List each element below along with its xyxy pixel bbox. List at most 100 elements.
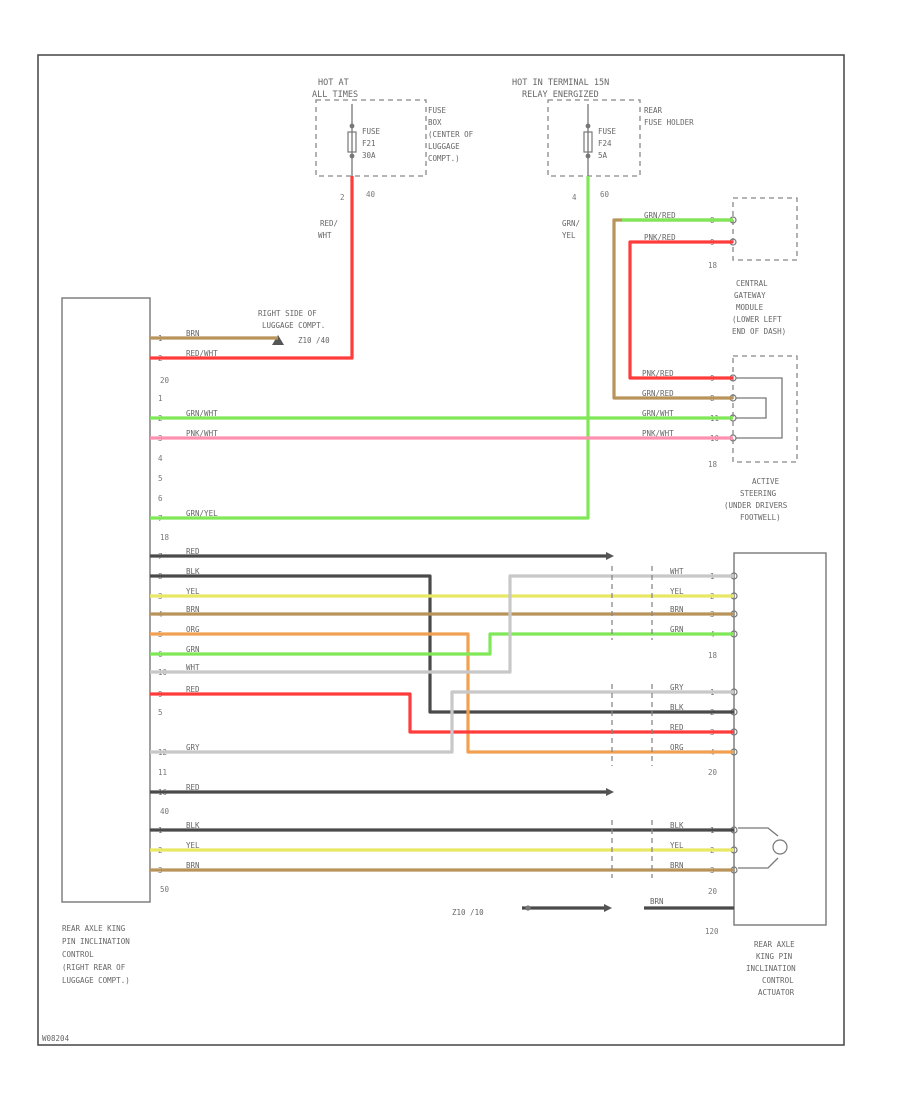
fuse2-loc-1: REAR [644, 106, 663, 115]
arrow-red-bottom [606, 788, 614, 796]
harness-separators [611, 566, 653, 878]
svg-text:ALL TIMES: ALL TIMES [312, 90, 358, 100]
steering-wire-label-2: GRN/WHT [642, 409, 674, 418]
control-label-1: REAR AXLE KING [62, 924, 126, 933]
wire-red-sensor [150, 692, 734, 734]
control-wire-label-pins_b-7: RED [186, 685, 200, 694]
actuator-wire-label-pins2-0: GRY [670, 683, 684, 692]
gateway-label-4: (LOWER LEFT [732, 315, 782, 324]
steering-wire-label-3: PNK/WHT [642, 429, 674, 438]
fuse1-loc-3: (CENTER OF [428, 130, 474, 139]
motor-lead-1 [738, 827, 779, 837]
control-wire-label-pins_b-6: WHT [186, 663, 200, 672]
svg-text:HOT AT: HOT AT [318, 78, 349, 88]
control-wire-label-pins_a-3: GRN/WHT [186, 409, 218, 418]
control-module-box [61, 297, 151, 903]
motor-icon [772, 839, 788, 855]
gateway-label-2: GATEWAY [734, 291, 766, 300]
control-pin-pins_b-10: 11 [158, 768, 167, 777]
fuse1-wire-label-2: WHT [318, 231, 332, 240]
wire-pnk-red-loop [628, 240, 733, 380]
ground-label-2: LUGGAGE COMPT. [262, 321, 325, 330]
motor-lead-2 [738, 857, 779, 869]
fuse1-loc-4: LUGGAGE [428, 142, 460, 151]
gateway-conn: 18 [708, 261, 718, 270]
actuator-wire-label-pins3-0: BLK [670, 821, 684, 830]
wire-blk-sensor [150, 574, 734, 714]
actuator-wire-label-pins1-2: BRN [670, 605, 684, 614]
control-conn-top: 20 [160, 376, 170, 385]
gateway-wire-label-1: PNK/RED [644, 233, 676, 242]
arrow-red-top [606, 552, 614, 560]
wire-grn-sensor [150, 632, 734, 656]
fuse1-text-3: 30A [362, 151, 376, 160]
fuse2-pin-a: 4 [572, 193, 577, 202]
gateway-label-1: CENTRAL [736, 279, 768, 288]
fuse1-text-1: FUSE [362, 127, 381, 136]
control-wire-label-pins_a-4: PNK/WHT [186, 429, 218, 438]
fuse1-loc-1: FUSE [428, 106, 447, 115]
steering-label-2: STEERING [740, 489, 777, 498]
control-wire-label-pins_b-11: RED [186, 783, 200, 792]
actuator-ground-wire-label: BRN [650, 897, 664, 906]
fuse1-node [349, 123, 355, 129]
fuse2-symbol [583, 131, 593, 153]
gateway-label-5: END OF DASH) [732, 327, 786, 336]
fuse1-node-2 [349, 153, 355, 159]
fuse-box-2: HOT IN TERMINAL 15N RELAY ENERGIZED FUSE… [512, 78, 694, 240]
fuse2-header-2: RELAY ENERGIZED [522, 90, 599, 100]
actuator-wire-label-pins1-1: YEL [670, 587, 684, 596]
control-wire-label-pins_b-3: BRN [186, 605, 200, 614]
footer-code: W08204 [42, 1034, 70, 1043]
fuse2-loc-2: FUSE HOLDER [644, 118, 694, 127]
actuator-label-4: CONTROL [762, 976, 794, 985]
fuse1-header-2: ALL TIMES [312, 90, 358, 100]
actuator-wire-label-pins2-2: RED [670, 723, 684, 732]
steering-jumper [736, 397, 767, 419]
control-wire-label-pins_c-1: YEL [186, 841, 200, 850]
arrow-ground-bottom [604, 904, 612, 912]
fuse1-symbol [347, 131, 357, 153]
svg-text:HOT IN TERMINAL 15N: HOT IN TERMINAL 15N [512, 78, 609, 88]
diagram-frame [37, 54, 845, 1046]
control-wire-label-pins_c-0: BLK [186, 821, 200, 830]
fuse2-pin-b: 60 [600, 190, 610, 199]
wire-grn-yel-supply [150, 176, 590, 520]
ground-node-bottom [525, 905, 531, 911]
steering-wire-label-0: PNK/RED [642, 369, 674, 378]
control-wire-label-pins_b-1: BLK [186, 567, 200, 576]
actuator-wire-label-pins2-3: ORG [670, 743, 684, 752]
steering-label: ACTIVE STEERING (UNDER DRIVERS FOOTWELL) [724, 477, 788, 522]
fuse1-text-2: F21 [362, 139, 376, 148]
control-pin-pins_b-8: 5 [158, 708, 163, 717]
actuator-conn-3: 20 [708, 887, 718, 896]
fuse2-text-3: 5A [598, 151, 608, 160]
actuator-label-5: ACTUATOR [758, 988, 795, 997]
gateway-label: CENTRAL GATEWAY MODULE (LOWER LEFT END O… [732, 279, 786, 336]
wire-red-wht-supply [150, 176, 354, 360]
fuse2-text-1: FUSE [598, 127, 617, 136]
fuse1-loc-2: BOX [428, 118, 442, 127]
actuator-label-2: KING PIN [756, 952, 792, 961]
actuator-wire-label-pins1-3: GRN [670, 625, 684, 634]
ground-bottom-label: Z10 /10 [452, 908, 484, 917]
ground-callout: RIGHT SIDE OF LUGGAGE COMPT. Z10 /40 [258, 309, 330, 345]
control-label-2: PIN INCLINATION [62, 937, 130, 946]
actuator-label-3: INCLINATION [746, 964, 796, 973]
control-label-3: CONTROL [62, 950, 94, 959]
actuator-label: REAR AXLE KING PIN INCLINATION CONTROL A… [746, 940, 796, 997]
control-conn-end: 50 [160, 885, 170, 894]
actuator-conn-gnd: 120 [705, 927, 719, 936]
fuse1-pin-b: 40 [366, 190, 376, 199]
wire-gry-sensor [150, 690, 734, 754]
fuse1-header-1: HOT AT [318, 78, 349, 88]
actuator-conn-2: 20 [708, 768, 718, 777]
gateway-module-box [732, 197, 798, 261]
actuator-wire-label-pins3-1: YEL [670, 841, 684, 850]
control-pin-pins_a-2: 1 [158, 394, 163, 403]
control-wire-label-pins_c-2: BRN [186, 861, 200, 870]
wires [150, 176, 734, 912]
steering-module-box [732, 355, 798, 463]
fuse2-wire-label-1: GRN/ [562, 219, 580, 228]
